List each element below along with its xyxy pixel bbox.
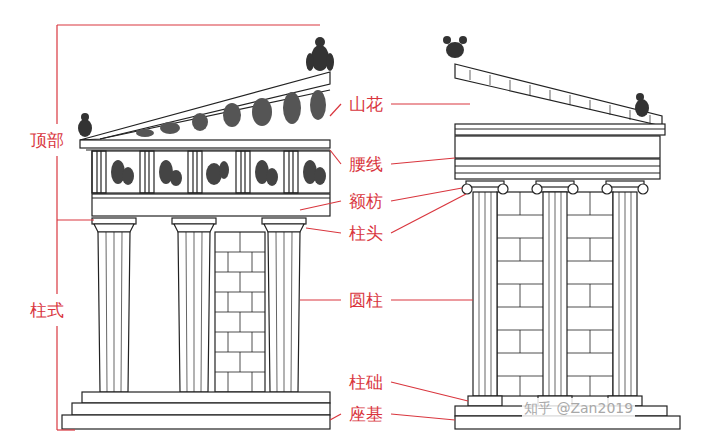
part-label: 座基 <box>349 404 383 424</box>
part-label: 柱础 <box>349 372 383 392</box>
part-label: 腰线 <box>349 154 383 174</box>
part-label: 山花 <box>349 94 383 114</box>
part-label: 圆柱 <box>349 290 383 310</box>
leader-lines <box>57 25 473 430</box>
section-label: 顶部 <box>30 130 64 150</box>
section-label: 柱式 <box>30 300 64 320</box>
watermark: 知乎 @Zan2019 <box>522 398 635 418</box>
part-label: 额枋 <box>349 191 383 211</box>
part-label: 柱头 <box>349 223 383 243</box>
